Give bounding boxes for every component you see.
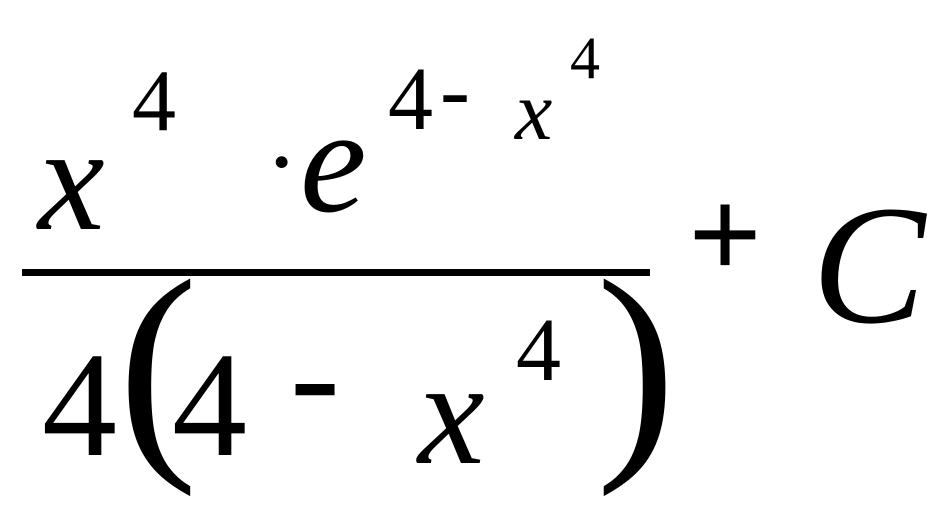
plus-sign: + [688, 163, 763, 307]
denominator-x: x [418, 330, 485, 496]
exponent-minus: - [440, 41, 470, 140]
exponent-four: 4 [388, 50, 433, 149]
left-parenthesis: ( [118, 231, 198, 497]
exponent-x-exponent: 4 [570, 25, 600, 91]
integration-constant: C [812, 171, 926, 359]
exponent-x: x [515, 65, 553, 158]
denominator-minus: - [290, 292, 340, 458]
numerator-x-exponent: 4 [132, 53, 176, 150]
fraction-bar [22, 269, 650, 276]
euler-e: e [300, 78, 367, 244]
denominator-inner-four: 4 [172, 322, 247, 488]
right-parenthesis: ) [596, 231, 676, 497]
denominator-x-exponent: 4 [516, 301, 561, 400]
numerator-x: x [38, 96, 105, 262]
multiplication-dot: · [265, 106, 299, 217]
denominator-coefficient: 4 [42, 322, 117, 488]
